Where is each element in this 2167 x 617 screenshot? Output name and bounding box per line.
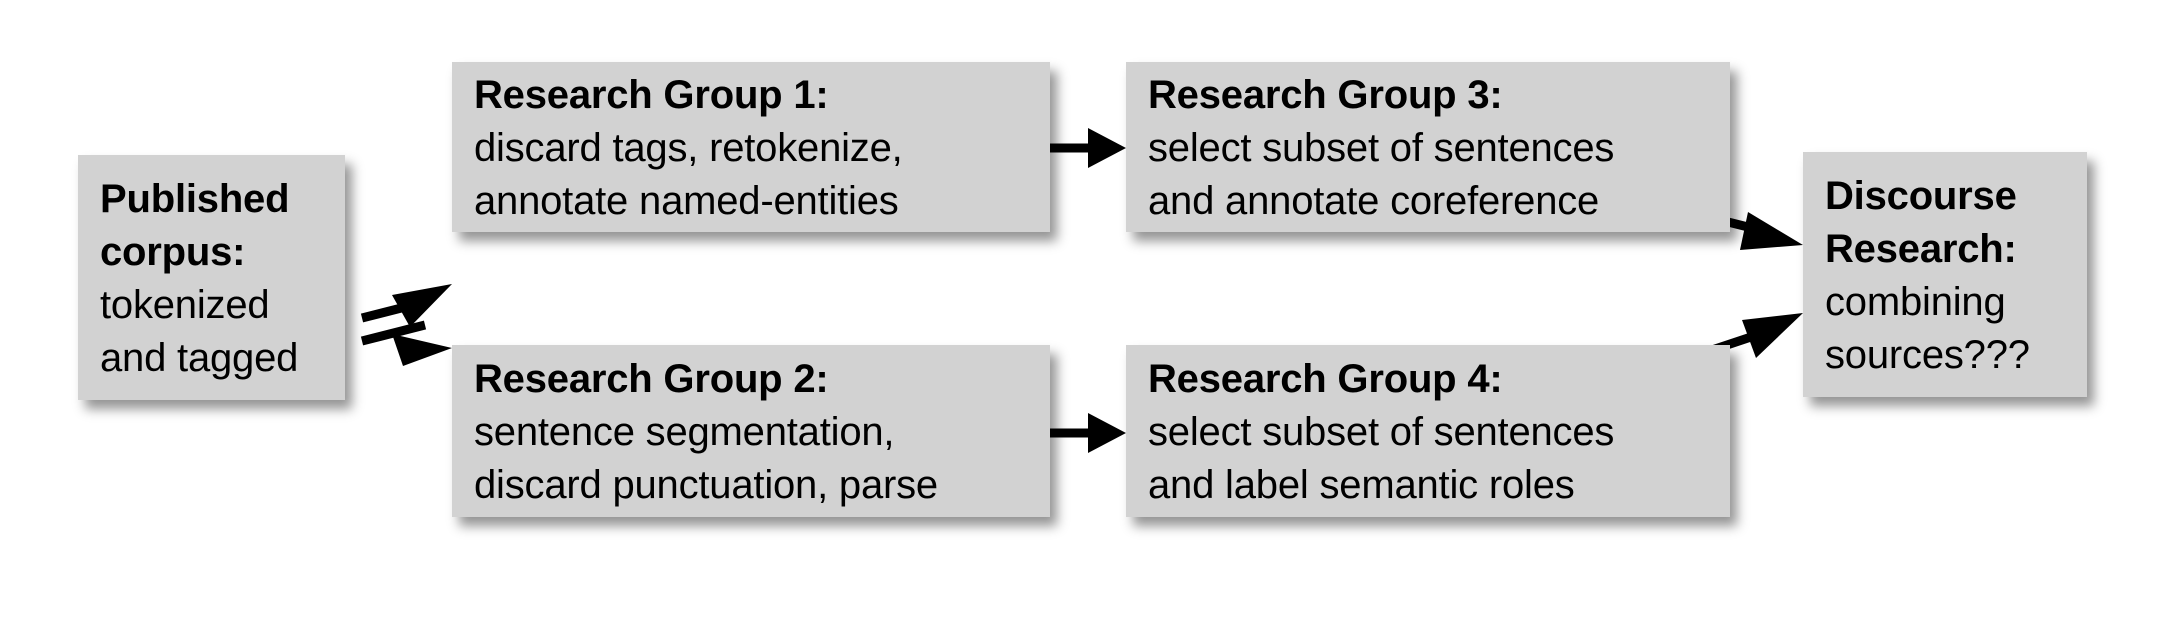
node-discourse-research[interactable]: Discourse Research: combining sources??? (1803, 152, 2087, 397)
node-line: Research Group 2: (474, 356, 829, 401)
arrow-group1-to-group3 (1038, 128, 1126, 168)
node-line: combining (1825, 279, 2006, 324)
node-line: Research: (1825, 226, 2017, 271)
node-line: discard punctuation, parse (474, 462, 938, 507)
node-line: discard tags, retokenize, (474, 125, 903, 170)
node-line: and annotate coreference (1148, 178, 1600, 223)
node-line: tokenized (100, 282, 270, 327)
node-line: and label semantic roles (1148, 462, 1575, 507)
node-line: and tagged (100, 335, 299, 380)
node-line: select subset of sentences (1148, 125, 1615, 170)
node-published-corpus[interactable]: Published corpus: tokenized and tagged (78, 155, 345, 400)
node-line: Research Group 3: (1148, 72, 1503, 117)
node-line: select subset of sentences (1148, 409, 1615, 454)
arrow-published-to-group1 (360, 284, 452, 327)
node-line: Published (100, 176, 290, 221)
arrow-group2-to-group4 (1038, 413, 1126, 453)
node-research-group-3[interactable]: Research Group 3: select subset of sente… (1126, 62, 1730, 232)
node-research-group-1[interactable]: Research Group 1: discard tags, retokeni… (452, 62, 1050, 232)
node-research-group-4[interactable]: Research Group 4: select subset of sente… (1126, 345, 1730, 517)
node-line: Discourse (1825, 173, 2017, 218)
node-research-group-2[interactable]: Research Group 2: sentence segmentation,… (452, 345, 1050, 517)
node-line: annotate named-entities (474, 178, 899, 223)
node-line: sources??? (1825, 332, 2030, 377)
arrow-published-to-group2 (360, 320, 452, 366)
node-line: sentence segmentation, (474, 409, 895, 454)
node-line: corpus: (100, 229, 246, 274)
node-line: Research Group 1: (474, 72, 829, 117)
node-line: Research Group 4: (1148, 356, 1503, 401)
